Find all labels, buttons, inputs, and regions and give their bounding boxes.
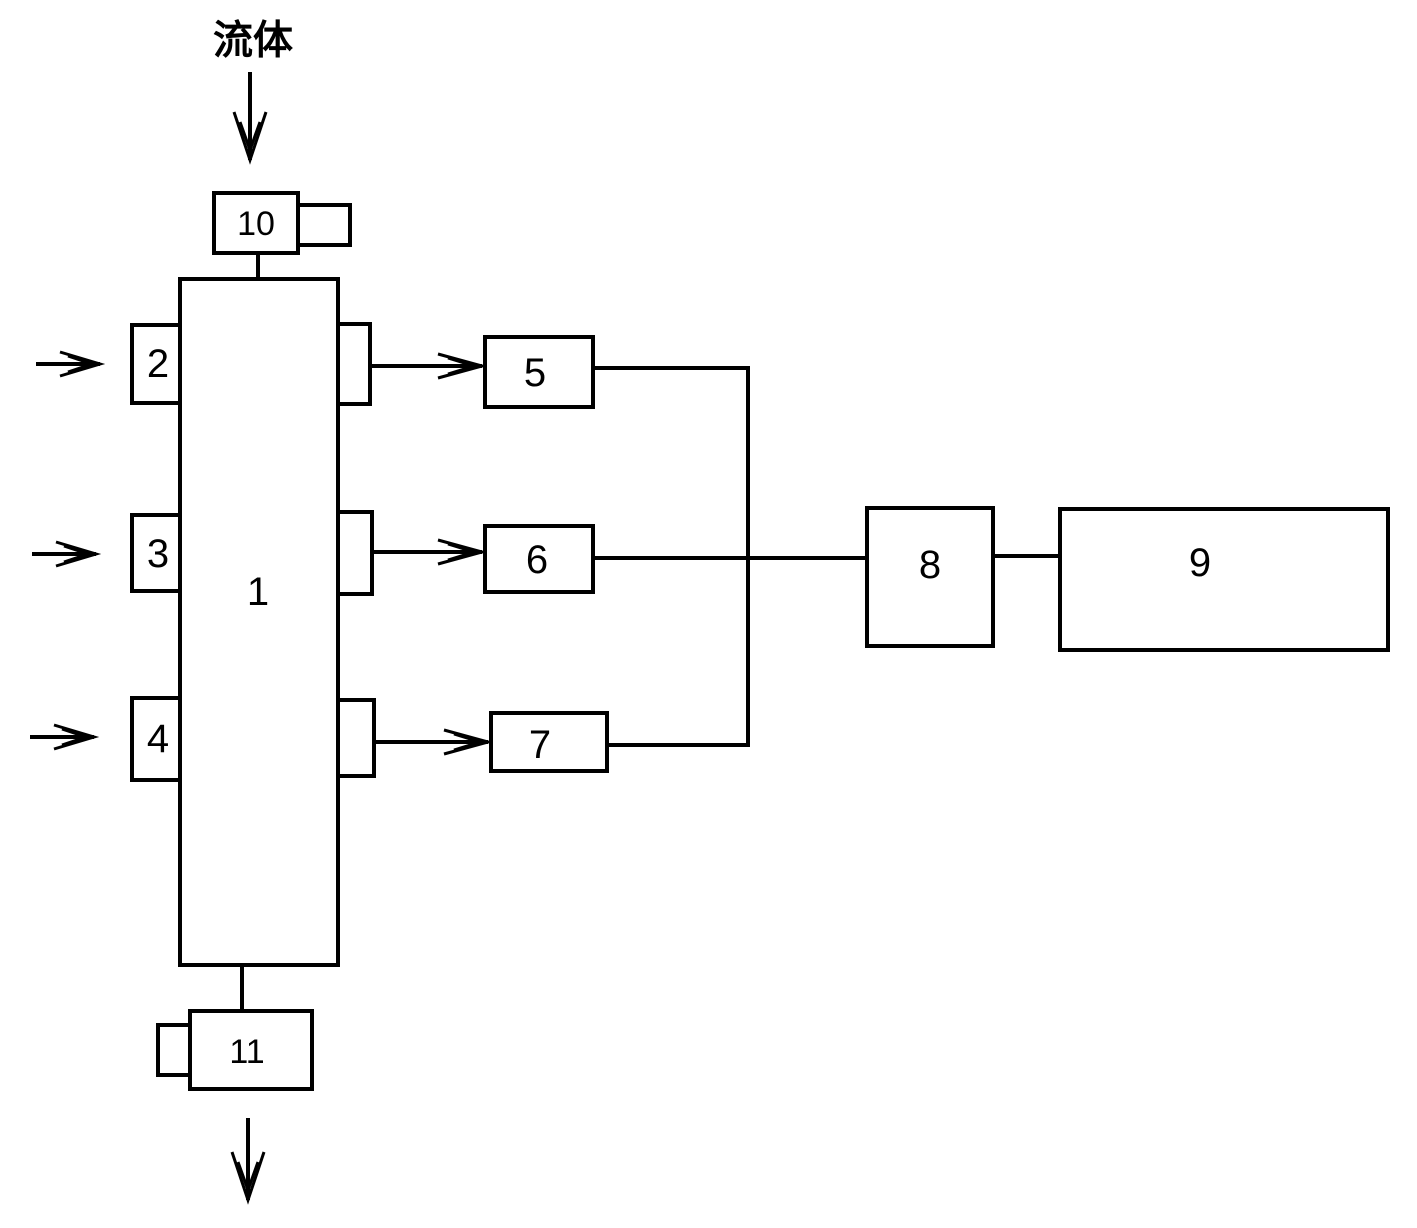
input-arrow-3-icon [32, 540, 102, 568]
block-11-label: 11 [229, 1033, 264, 1071]
block-5-label: 5 [524, 351, 546, 395]
block-6-label: 6 [526, 538, 548, 582]
output-arrow-5-icon [370, 352, 488, 380]
block-9-label: 9 [1189, 541, 1211, 585]
block-10-handle [298, 203, 352, 247]
block-11 [188, 1009, 314, 1091]
block-1-label: 1 [247, 570, 269, 614]
input-arrow-4-icon [30, 723, 100, 751]
block-8-label: 8 [919, 543, 941, 587]
output-arrow-7-icon [374, 728, 494, 756]
block-3 [130, 513, 182, 593]
block-2 [130, 323, 182, 405]
outlet-arrow-icon [230, 1118, 266, 1205]
block-6 [483, 524, 595, 594]
input-arrow-2-icon [36, 350, 106, 378]
block-4-label: 4 [147, 717, 169, 761]
block-2-label: 2 [147, 342, 169, 386]
output-arrow-6-icon [372, 538, 488, 566]
right-port-middle [336, 510, 374, 596]
fluid-inlet-label: 流体 [213, 17, 293, 64]
block-1 [178, 277, 340, 967]
inlet-arrow-icon [232, 72, 268, 165]
block-4 [130, 696, 182, 782]
right-port-top [336, 322, 372, 406]
block-5 [483, 335, 595, 409]
right-port-bottom [336, 698, 376, 778]
block-7-label: 7 [529, 723, 551, 767]
block-9 [1058, 507, 1390, 652]
block-10-label: 10 [237, 205, 275, 243]
block-11-handle [156, 1023, 190, 1077]
block-3-label: 3 [147, 532, 169, 576]
block-8 [865, 506, 995, 648]
block-7 [489, 711, 609, 773]
